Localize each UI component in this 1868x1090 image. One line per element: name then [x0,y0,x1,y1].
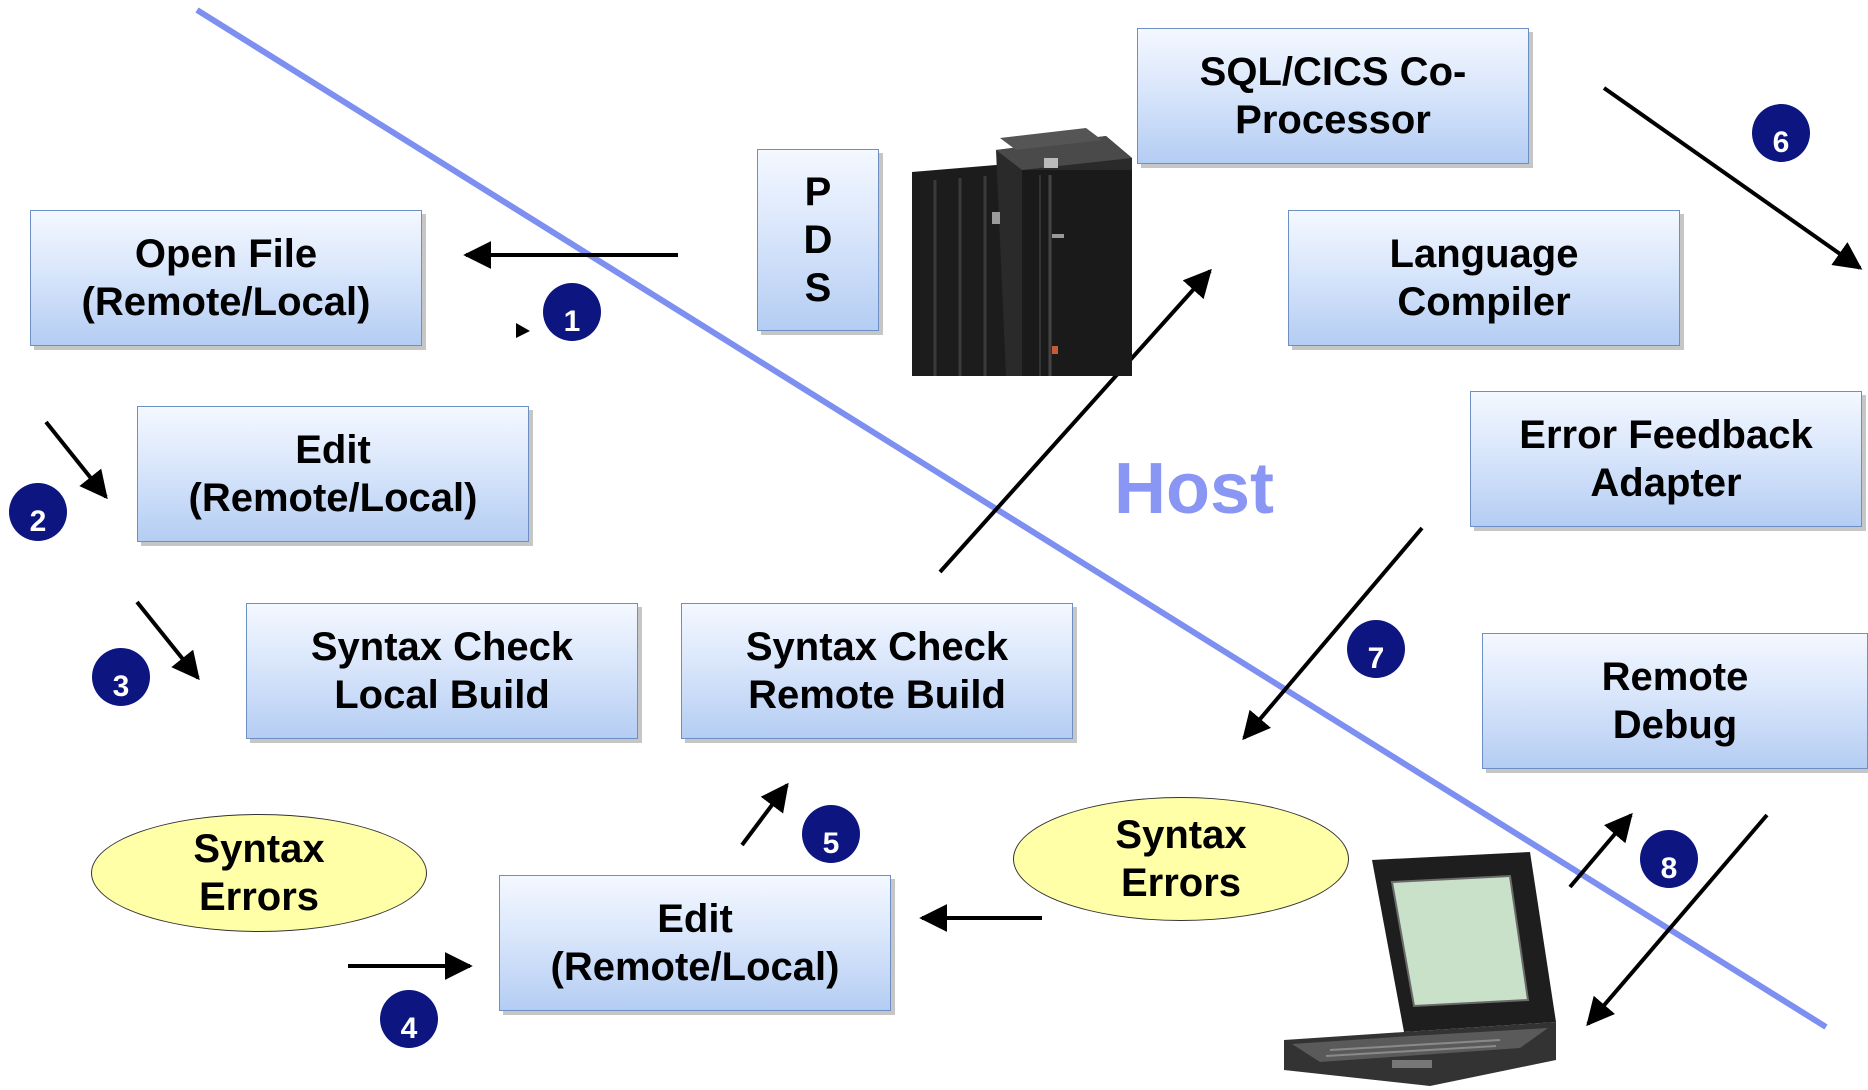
host-label: Host [1114,449,1274,529]
step-badge-1: 1 [543,283,601,341]
step-badge-5: 5 [802,805,860,863]
error-feedback-box: Error Feedback Adapter [1470,391,1862,527]
syntax-errors-right-label: Syntax Errors [1115,813,1247,905]
syntax-check-remote-label: Syntax Check Remote Build [745,625,1009,717]
edit-bottom-box: Edit (Remote/Local) [499,875,891,1011]
pds-label: P D S [803,170,833,310]
remote-debug-label: Remote Debug [1601,655,1749,747]
syntax-errors-right-oval: Syntax Errors [1013,797,1349,921]
syntax-check-local-box: Syntax Check Local Build [246,603,638,739]
language-compiler-label: Language Compiler [1389,232,1579,324]
error-feedback-label: Error Feedback Adapter [1519,413,1813,505]
arrow-remote-build-to-host [938,268,1212,574]
syntax-check-remote-box: Syntax Check Remote Build [681,603,1073,739]
step-badge-8: 8 [1640,830,1698,888]
arrow-step-5 [740,782,789,847]
step-badge-4: 4 [380,990,438,1048]
sql-cics-box: SQL/CICS Co- Processor [1137,28,1529,164]
edit-top-box: Edit (Remote/Local) [137,406,529,542]
arrow-step-6 [1602,86,1863,270]
syntax-errors-left-oval: Syntax Errors [91,814,427,932]
step-badge-6: 6 [1752,104,1810,162]
pds-box: P D S [757,149,879,331]
arrow-step-3 [135,600,200,681]
laptop-icon [1284,852,1556,1086]
step-badge-7: 7 [1347,620,1405,678]
syntax-errors-left-label: Syntax Errors [193,827,325,919]
sql-cics-label: SQL/CICS Co- Processor [1199,50,1467,142]
step-badge-2: 2 [9,483,67,541]
arrow-step-8-down [1586,813,1769,1027]
mainframe-server-icon [912,128,1132,376]
host-divider-line [195,7,1828,1030]
language-compiler-box: Language Compiler [1288,210,1680,346]
arrow-step-8-up [1568,812,1633,889]
open-file-label: Open File (Remote/Local) [81,232,371,324]
arrow-step-2 [44,420,108,500]
edit-bottom-label: Edit (Remote/Local) [550,897,840,989]
step-badge-3: 3 [92,648,150,706]
arrow-step-1-tip [516,323,530,338]
remote-debug-box: Remote Debug [1482,633,1868,769]
open-file-box: Open File (Remote/Local) [30,210,422,346]
syntax-check-local-label: Syntax Check Local Build [310,625,574,717]
edit-top-label: Edit (Remote/Local) [188,428,478,520]
arrow-step-7 [1242,526,1424,741]
